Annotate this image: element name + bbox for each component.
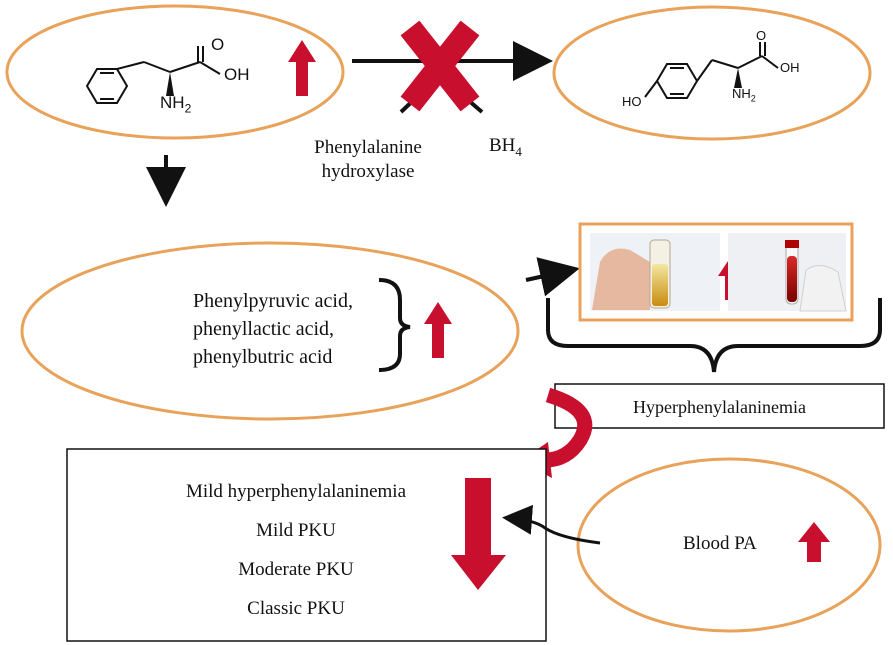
down-arrow-icon bbox=[451, 478, 506, 590]
curved-arrow-icon bbox=[539, 387, 593, 468]
phe-carbonyl-o: O bbox=[211, 35, 225, 54]
up-arrow-icon bbox=[798, 522, 830, 562]
cross-mark-icon bbox=[400, 20, 480, 112]
metabolite-item: phenylbutric acid bbox=[193, 346, 333, 368]
classification-item: Mild hyperphenylalaninemia bbox=[185, 481, 407, 502]
tyr-phenol-ho: HO bbox=[622, 94, 642, 109]
tyr-carbonyl-o: O bbox=[756, 28, 767, 43]
up-arrow-icon bbox=[288, 40, 316, 96]
classification-item: Mild PKU bbox=[256, 520, 336, 541]
urine-sample-image bbox=[590, 233, 720, 311]
tyrosine-structure-icon bbox=[644, 42, 779, 99]
phenylalanine-structure-icon bbox=[85, 46, 221, 104]
enzyme-label: Phenylalanine hydroxylase bbox=[314, 137, 422, 182]
classification-item: Classic PKU bbox=[247, 598, 345, 619]
up-arrow-icon bbox=[424, 302, 452, 358]
phe-acid-oh: OH bbox=[224, 65, 250, 84]
classification-item: Moderate PKU bbox=[238, 559, 354, 580]
tyr-amine: NH2 bbox=[732, 86, 756, 104]
tyr-acid-oh: OH bbox=[780, 60, 800, 75]
blood-pa-arrow bbox=[502, 504, 601, 545]
metabolite-item: Phenylpyruvic acid, bbox=[193, 290, 353, 312]
metabolite-item: phenyllactic acid, bbox=[193, 318, 335, 340]
hyperphenylalaninemia-box bbox=[554, 383, 885, 429]
metabolites-oval bbox=[20, 241, 520, 421]
hyperphenylalaninemia-label: Hyperphenylalaninemia bbox=[633, 397, 806, 417]
blood-sample-image bbox=[728, 233, 847, 312]
metabolites-brace bbox=[378, 278, 411, 372]
tyrosine-oval bbox=[552, 5, 872, 141]
phe-amine: NH2 bbox=[160, 93, 192, 116]
hyperphenylalaninemia-brace bbox=[546, 298, 882, 373]
phenylalanine-oval bbox=[5, 4, 345, 140]
metabolites-list: Phenylpyruvic acid, phenyllactic acid, p… bbox=[193, 287, 353, 371]
sample-arrow bbox=[525, 257, 580, 297]
blood-pa-oval bbox=[576, 457, 882, 633]
cofactor-label: BH4 bbox=[489, 135, 522, 159]
blood-pa-label: Blood PA bbox=[683, 533, 757, 554]
classification-list: Mild hyperphenylalaninemia Mild PKU Mode… bbox=[67, 472, 525, 628]
